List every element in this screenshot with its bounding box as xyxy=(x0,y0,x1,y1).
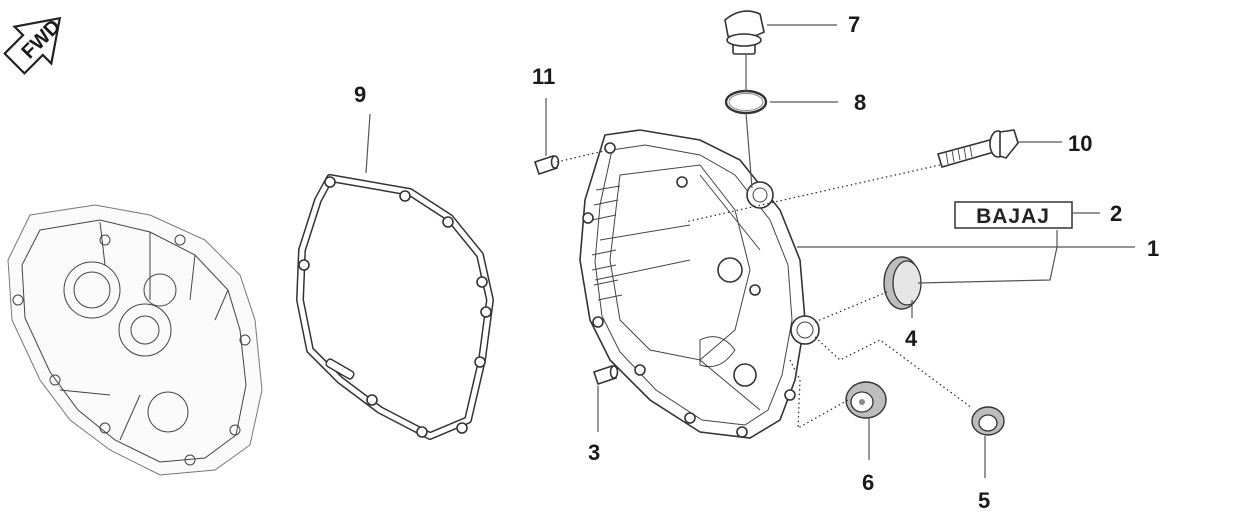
callout-4: 4 xyxy=(905,326,918,351)
callout-6: 6 xyxy=(862,470,874,495)
callout-7: 7 xyxy=(848,12,860,37)
clutch-cover-part xyxy=(579,129,820,439)
assembly-dotted-lines xyxy=(556,149,973,430)
callout-numbers: 1 2 3 4 5 6 7 8 9 10 11 xyxy=(354,12,1159,513)
bearing-seal-part xyxy=(845,381,887,419)
o-ring-part xyxy=(724,89,768,115)
callout-10: 10 xyxy=(1068,131,1092,156)
callout-8: 8 xyxy=(854,90,866,115)
flange-bolt-part xyxy=(936,129,1019,168)
callout-5: 5 xyxy=(978,488,990,513)
gasket-part xyxy=(296,174,494,440)
bajaj-logo-emblem-part: BAJAJ xyxy=(954,201,1073,229)
oil-seal-part xyxy=(883,256,922,310)
dowel-pin-upper-part xyxy=(533,154,560,176)
dowel-pin-lower-part xyxy=(592,364,619,386)
callout-9: 9 xyxy=(354,82,366,107)
callout-11: 11 xyxy=(532,64,555,89)
crankcase-reference-illustration xyxy=(7,204,263,476)
bajaj-logo-text: BAJAJ xyxy=(976,205,1050,228)
small-oil-seal-part xyxy=(971,406,1005,436)
callout-1: 1 xyxy=(1147,236,1159,261)
fwd-arrow-icon: FWD xyxy=(3,16,65,75)
oil-filler-plug-part xyxy=(724,10,765,55)
callout-3: 3 xyxy=(588,440,600,465)
callout-2: 2 xyxy=(1110,201,1122,226)
leader-lines xyxy=(365,24,1135,478)
